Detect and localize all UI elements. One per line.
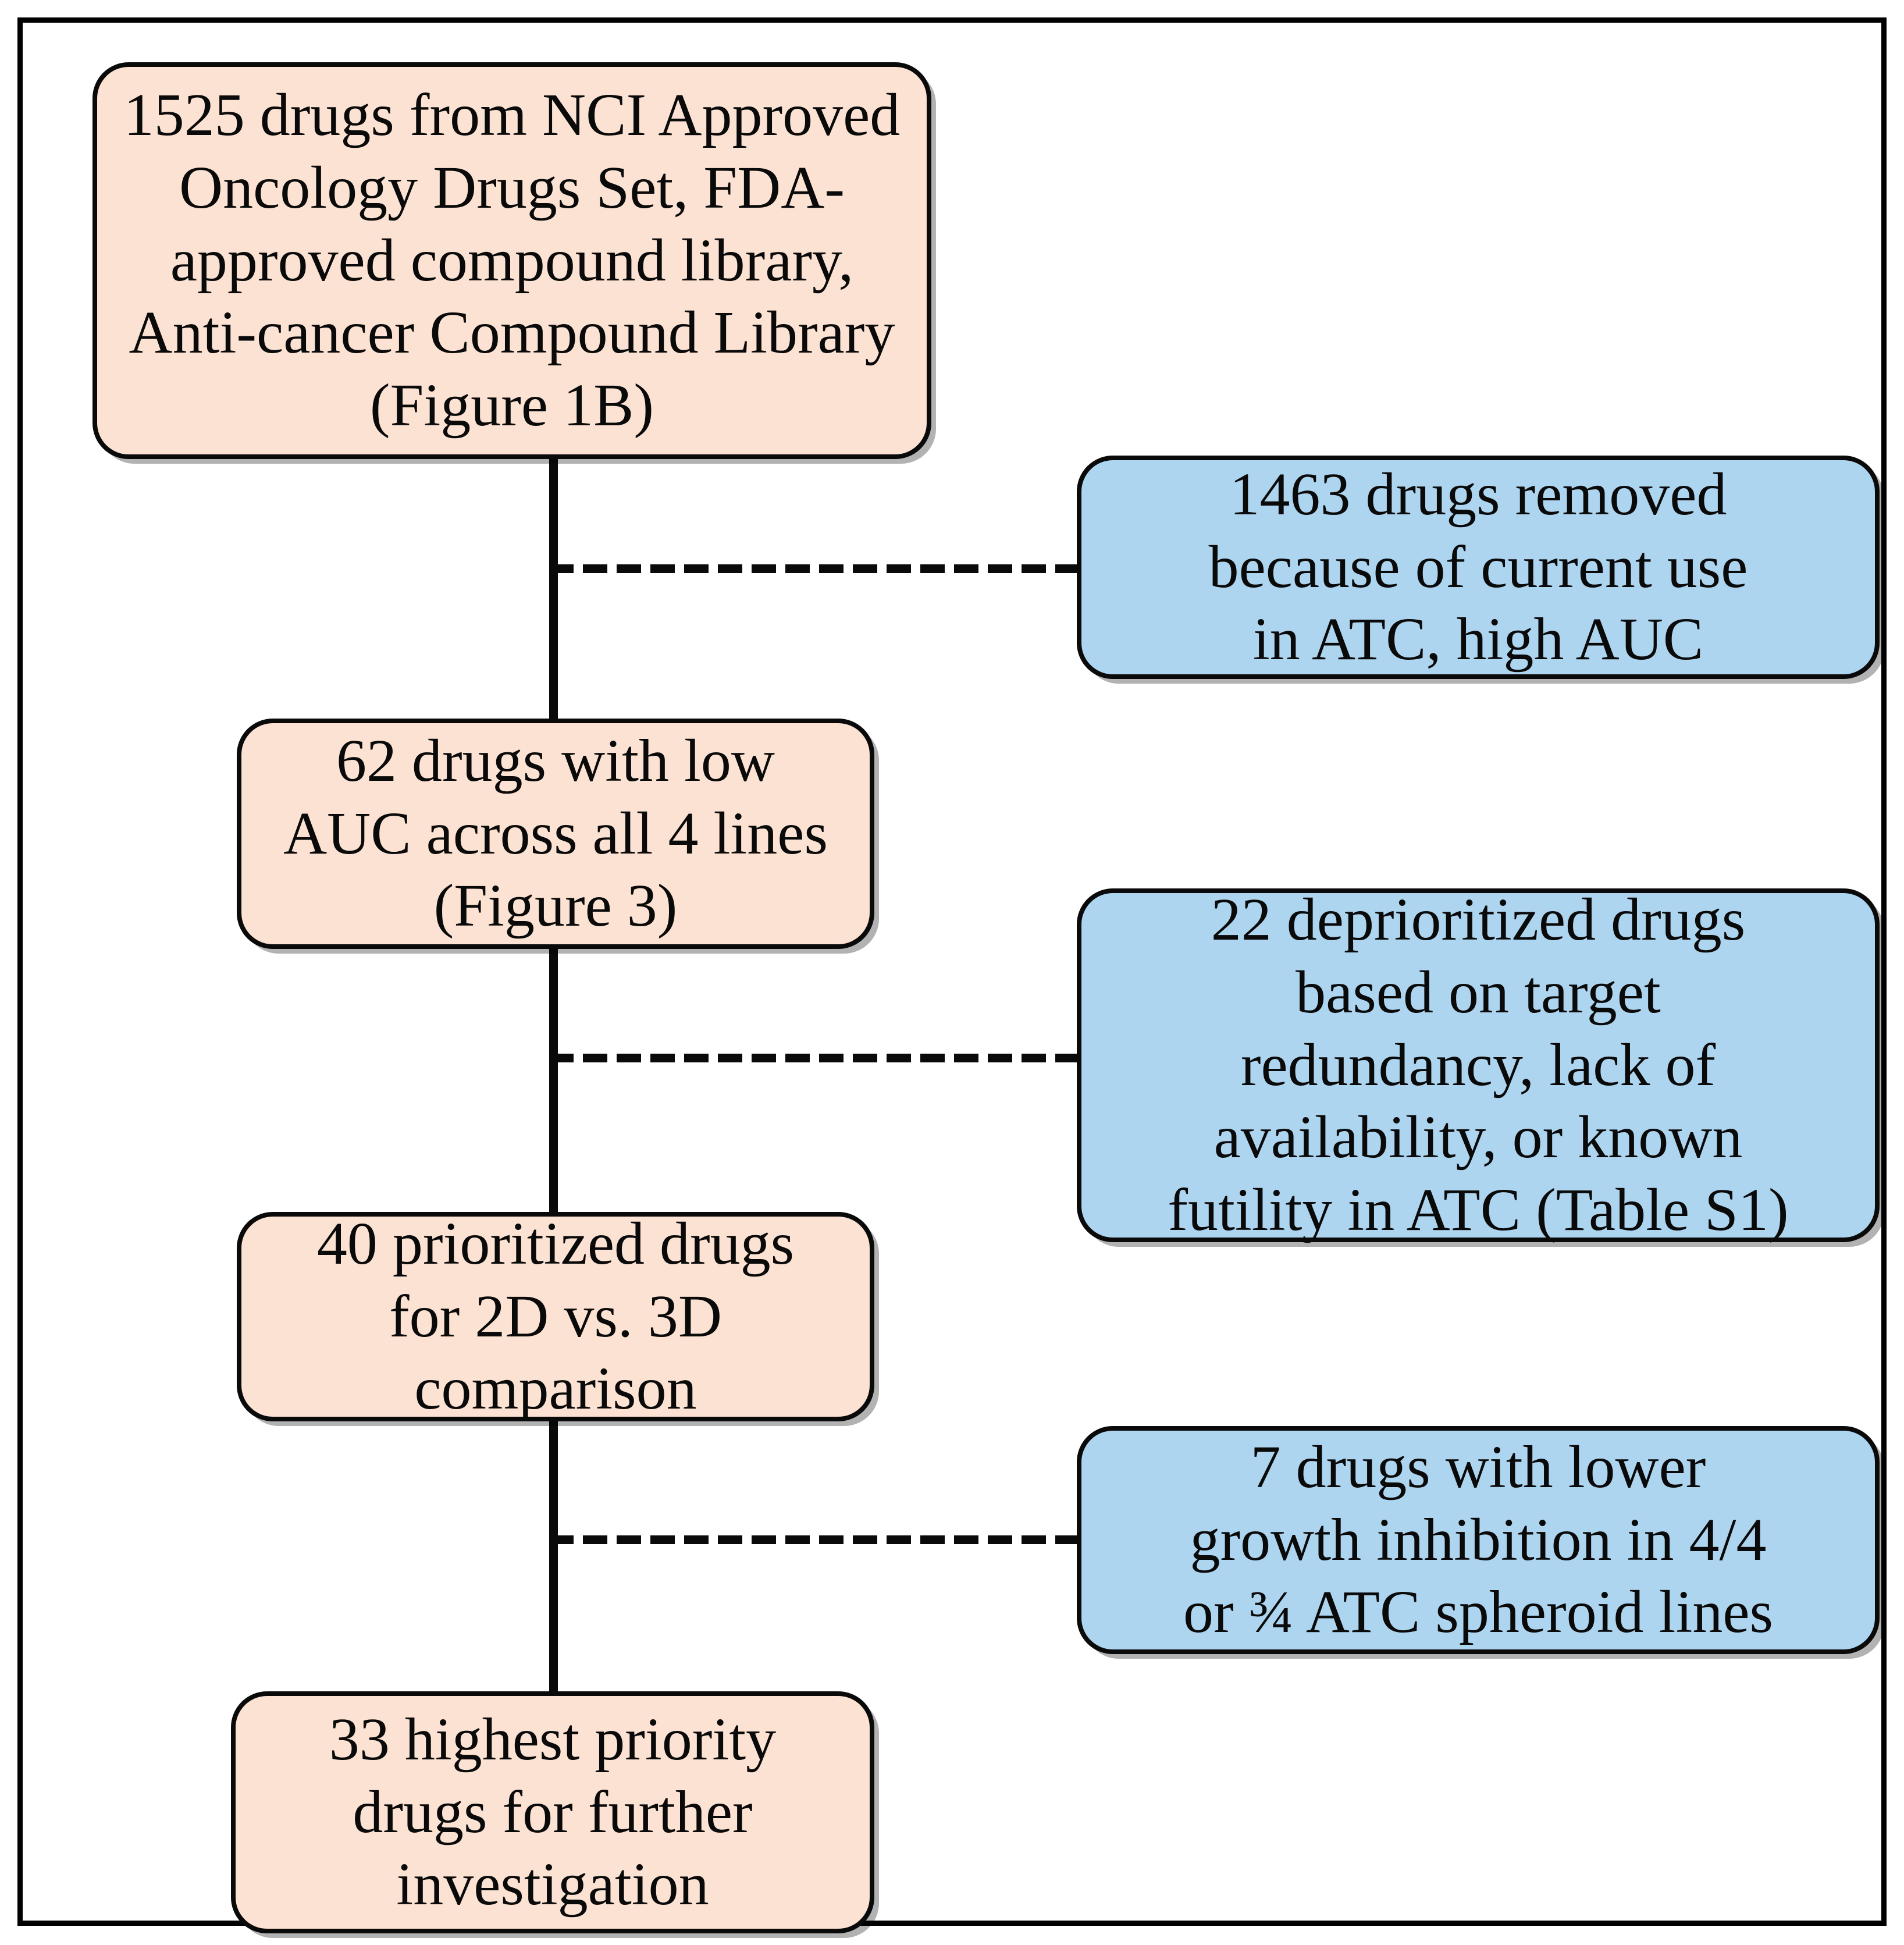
figure-frame: 1525 drugs from NCI Approved Oncology Dr… [17, 17, 1887, 1933]
connector-prioritized-to-highest-priority [549, 1417, 558, 1696]
node-prioritized-drugs-label: 40 prioritized drugs for 2D vs. 3D compa… [316, 1210, 795, 1423]
node-source-drugs-label: 1525 drugs from NCI Approved Oncology Dr… [123, 81, 901, 439]
node-removed-drugs-label: 1463 drugs removed because of current us… [1208, 460, 1748, 673]
node-highest-priority-drugs: 33 highest priority drugs for further in… [231, 1691, 874, 1933]
node-lower-inhibition-drugs: 7 drugs with lower growth inhibition in … [1077, 1426, 1880, 1654]
connector-source-to-low-auc [549, 456, 558, 723]
node-source-drugs: 1525 drugs from NCI Approved Oncology Dr… [92, 62, 931, 459]
node-highest-priority-drugs-label: 33 highest priority drugs for further in… [329, 1705, 777, 1918]
connector-dashed-deprioritized [549, 1054, 1081, 1062]
connector-dashed-lower-inhibition [549, 1535, 1081, 1544]
node-deprioritized-drugs-label: 22 deprioritized drugs based on target r… [1168, 886, 1789, 1244]
node-deprioritized-drugs: 22 deprioritized drugs based on target r… [1077, 886, 1880, 1243]
connector-low-auc-to-prioritized [549, 944, 558, 1217]
node-removed-drugs: 1463 drugs removed because of current us… [1077, 456, 1880, 679]
node-low-auc-drugs-label: 62 drugs with low AUC across all 4 lines… [283, 727, 828, 940]
node-prioritized-drugs: 40 prioritized drugs for 2D vs. 3D compa… [237, 1210, 874, 1422]
node-low-auc-drugs: 62 drugs with low AUC across all 4 lines… [237, 719, 874, 949]
connector-dashed-removed [549, 564, 1081, 573]
node-lower-inhibition-drugs-label: 7 drugs with lower growth inhibition in … [1183, 1433, 1773, 1646]
